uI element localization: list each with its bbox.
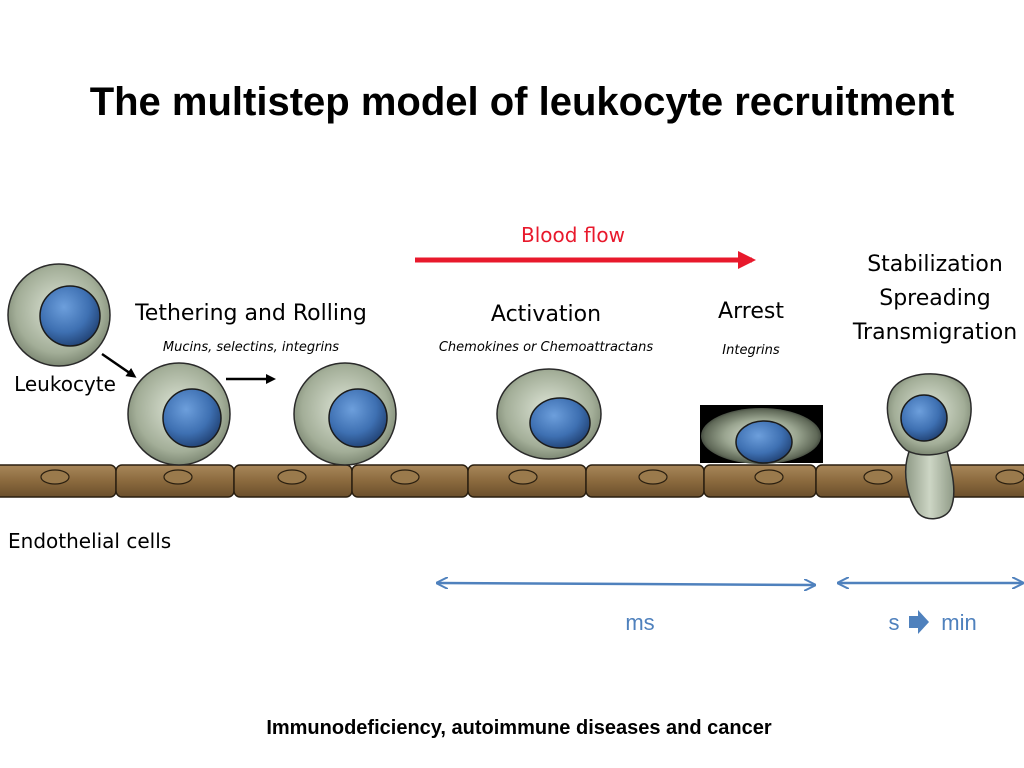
timescale-slow-to-label: min [941,610,976,635]
leukocyte-rolling [293,362,397,466]
page-title: The multistep model of leukocyte recruit… [90,80,955,124]
leukocyte-transmigrating [886,373,972,520]
endothelial-nucleus [508,469,538,485]
leukocyte-activation [496,368,602,460]
step-activation-label: Activation [491,302,601,327]
timescale-slow-from-label: s [889,610,900,635]
endothelial-nucleus [754,469,784,485]
arrow-right-bold-icon [909,610,929,634]
step-spreading-label: Spreading [879,286,991,311]
blood-flow-label: Blood flow [521,223,625,247]
endothelial-nucleus [277,469,307,485]
endothelial-nucleus [995,469,1024,485]
endothelial-nucleus [163,469,193,485]
timescale-ms-arrow [438,583,814,585]
step-activation-molecules: Chemokines or Chemoattractans [439,340,653,355]
footer-caption: Immunodeficiency, autoimmune diseases an… [266,717,772,739]
leukocyte-arrest [700,405,823,464]
step-stabilization-label: Stabilization [867,252,1003,277]
leukocyte-tethering [127,362,231,466]
endothelium-layer [0,464,1024,498]
leukocyte-label: Leukocyte [14,372,116,396]
step-transmigration-label: Transmigration [852,320,1017,345]
step-tethering-label: Tethering and Rolling [134,301,367,326]
leukocyte-free [7,263,111,367]
endothelial-nucleus [390,469,420,485]
step-arrest-label: Arrest [718,299,784,324]
endothelial-nucleus [863,469,893,485]
endothelial-nucleus [638,469,668,485]
timescale-ms-label: ms [625,610,654,635]
tether-arrow [101,352,137,378]
endothelial-nucleus [40,469,70,485]
step-tethering-molecules: Mucins, selectins, integrins [163,340,339,355]
endothelial-cells-label: Endothelial cells [8,529,171,553]
step-arrest-molecules: Integrins [722,343,780,358]
